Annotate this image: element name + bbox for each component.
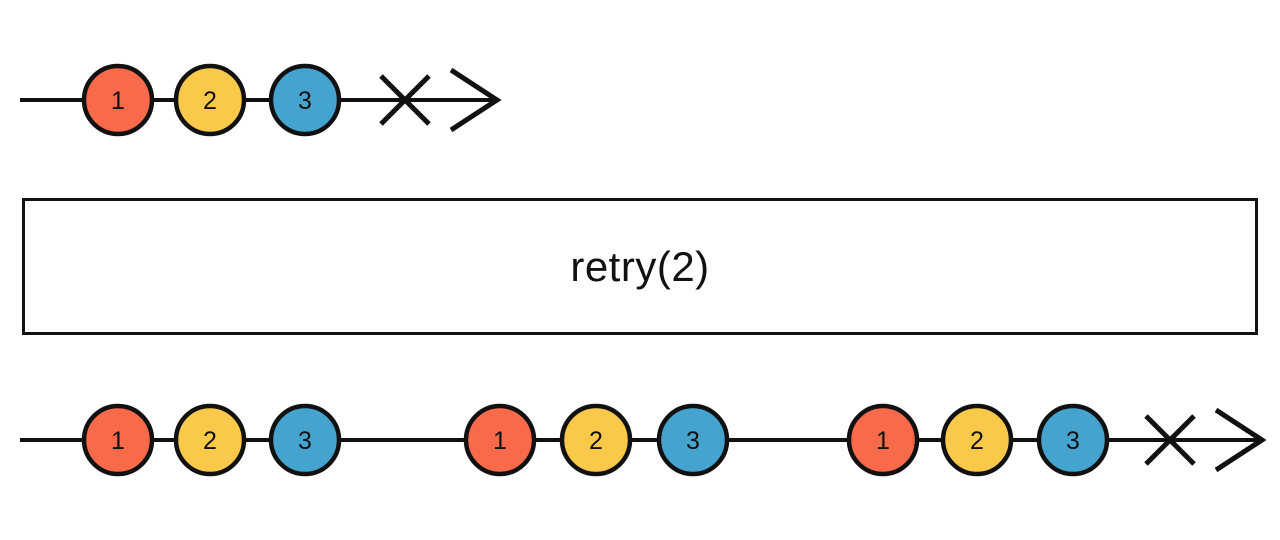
error-x-icon [379,74,431,126]
stream-source-observable: 1 2 3 [20,63,502,137]
marble-circle-marble-yellow[interactable] [559,403,633,477]
marble-3[interactable]: 3 [656,403,730,477]
operator-box: retry(2) [22,198,1258,335]
marble-1[interactable]: 1 [81,63,155,137]
marble-circle-marble-red[interactable] [81,403,155,477]
arrow-head-icon [449,67,502,133]
marble-2[interactable]: 2 [173,63,247,137]
marble-1[interactable]: 1 [81,403,155,477]
marble-2[interactable]: 2 [940,403,1014,477]
marble-circle-marble-blue[interactable] [268,63,342,137]
marble-circle-marble-red[interactable] [846,403,920,477]
marble-circle-marble-blue[interactable] [1036,403,1110,477]
operator-label: retry(2) [570,242,710,290]
marble-value-label: 3 [686,427,700,455]
marble-value-label: 3 [298,427,312,455]
marble-3[interactable]: 3 [268,63,342,137]
marble-value-label: 1 [876,427,890,455]
marble-circle-marble-blue[interactable] [656,403,730,477]
marble-value-label: 2 [589,427,603,455]
marble-circle-marble-red[interactable] [81,63,155,137]
marble-circle-marble-yellow[interactable] [173,403,247,477]
marble-3[interactable]: 3 [1036,403,1110,477]
marble-value-label: 2 [970,427,984,455]
marble-2[interactable]: 2 [559,403,633,477]
marble-circle-marble-red[interactable] [463,403,537,477]
marble-3[interactable]: 3 [268,403,342,477]
marble-2[interactable]: 2 [173,403,247,477]
error-x-icon [1144,414,1196,466]
marble-value-label: 1 [493,427,507,455]
marble-circle-marble-yellow[interactable] [940,403,1014,477]
marble-1[interactable]: 1 [846,403,920,477]
marble-value-label: 2 [203,427,217,455]
marble-value-label: 3 [298,87,312,115]
arrow-head-icon [1214,407,1267,473]
marble-circle-marble-blue[interactable] [268,403,342,477]
streams-layer: 1 2 3 1 2 3 1 2 3 1 2 3 [20,63,1267,477]
marble-value-label: 1 [111,87,125,115]
stream-result-observable: 1 2 3 1 2 3 1 2 3 [20,403,1267,477]
marble-circle-marble-yellow[interactable] [173,63,247,137]
marble-value-label: 1 [111,427,125,455]
marble-value-label: 3 [1066,427,1080,455]
marble-value-label: 2 [203,87,217,115]
marble-1[interactable]: 1 [463,403,537,477]
